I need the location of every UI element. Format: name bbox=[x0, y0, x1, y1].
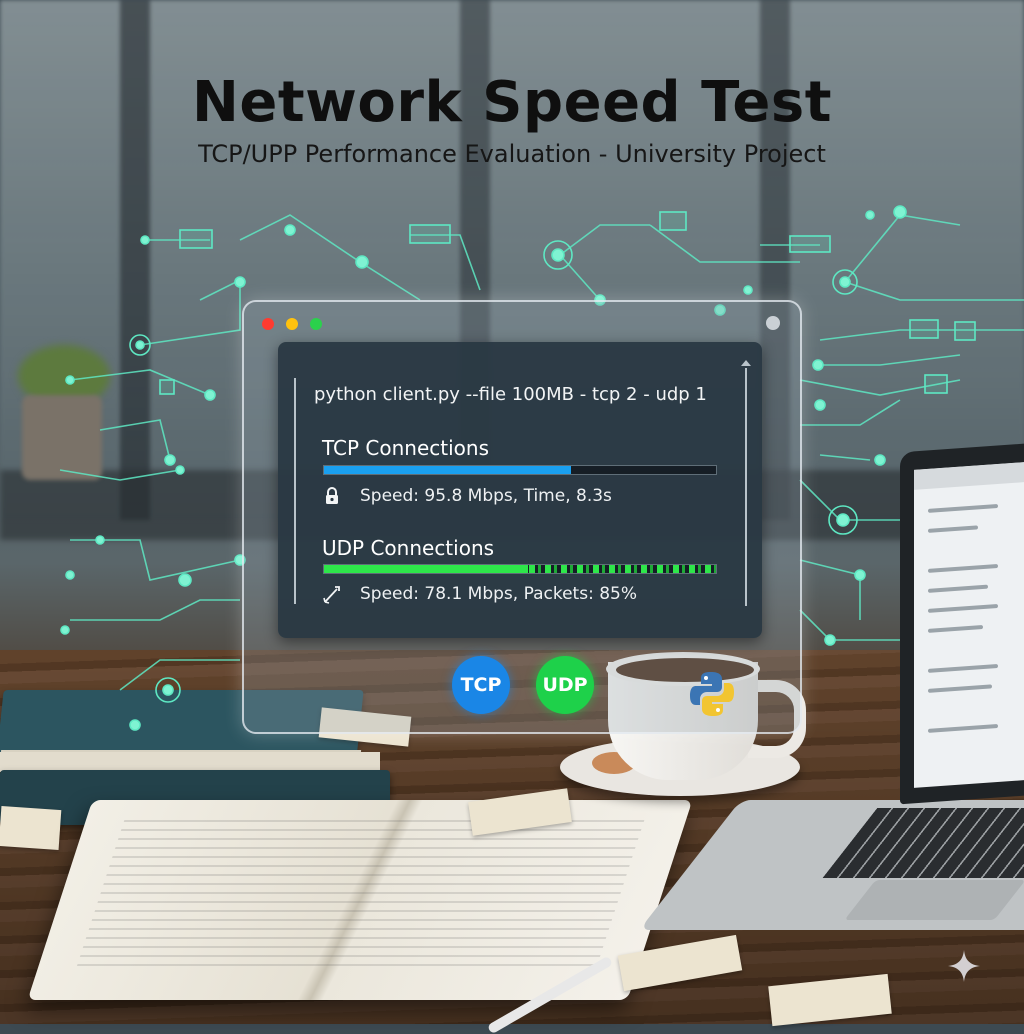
window-maximize-button[interactable] bbox=[310, 318, 322, 330]
udp-progress-fill bbox=[324, 565, 528, 573]
udp-stat-text: Speed: 78.1 Mbps, Packets: 85% bbox=[360, 584, 637, 604]
tcp-stat-text: Speed: 95.8 Mbps, Time, 8.3s bbox=[360, 486, 612, 506]
network-node bbox=[824, 634, 836, 646]
tcp-progress-bar bbox=[323, 465, 717, 475]
laptop-text-line bbox=[928, 603, 998, 613]
laptop-text-line bbox=[928, 503, 998, 513]
network-node bbox=[60, 625, 70, 635]
terminal-scrollbar[interactable] bbox=[745, 368, 747, 606]
udp-section-title: UDP Connections bbox=[322, 536, 495, 560]
page-title: Network Speed Test bbox=[192, 70, 832, 135]
terminal-command: python client.py --file 100MB - tcp 2 - … bbox=[314, 384, 707, 405]
laptop-text-line bbox=[928, 663, 998, 673]
laptop-text-line bbox=[928, 723, 998, 733]
open-book-text bbox=[75, 820, 645, 970]
udp-badge: UDP bbox=[536, 656, 594, 714]
python-logo-icon bbox=[690, 672, 734, 716]
network-node bbox=[854, 569, 866, 581]
scroll-up-arrow-icon[interactable] bbox=[741, 360, 751, 366]
tcp-section-title: TCP Connections bbox=[322, 436, 490, 460]
book-bottom-pages bbox=[0, 752, 380, 772]
terminal-gutter-line bbox=[294, 378, 296, 604]
window-menu-button[interactable] bbox=[766, 316, 780, 330]
network-line bbox=[70, 599, 240, 621]
dart-icon bbox=[323, 586, 340, 604]
udp-progress-bar bbox=[323, 564, 717, 574]
tcp-progress-fill bbox=[324, 466, 571, 474]
sticky-note bbox=[0, 805, 62, 851]
network-node bbox=[65, 570, 75, 580]
page-subtitle: TCP/UPP Performance Evaluation - Univers… bbox=[198, 140, 826, 168]
laptop-trackpad bbox=[844, 880, 1024, 920]
laptop-text-line bbox=[928, 584, 988, 593]
network-node bbox=[178, 573, 192, 587]
network-line bbox=[799, 609, 900, 641]
laptop-display bbox=[914, 462, 1024, 788]
coffee bbox=[616, 658, 754, 682]
terminal-panel bbox=[278, 342, 762, 638]
network-line bbox=[70, 539, 241, 581]
window-close-button[interactable] bbox=[262, 318, 274, 330]
network-line bbox=[799, 559, 861, 620]
window-minimize-button[interactable] bbox=[286, 318, 298, 330]
laptop-text-line bbox=[928, 625, 983, 633]
tcp-badge: TCP bbox=[452, 656, 510, 714]
lock-icon bbox=[326, 487, 338, 504]
sparkle-icon bbox=[948, 950, 980, 982]
plant-pot bbox=[22, 395, 102, 480]
udp-packet-noise bbox=[529, 565, 716, 573]
laptop-text-line bbox=[928, 684, 992, 693]
laptop-text-line bbox=[928, 563, 998, 573]
laptop-text-line bbox=[928, 525, 978, 533]
